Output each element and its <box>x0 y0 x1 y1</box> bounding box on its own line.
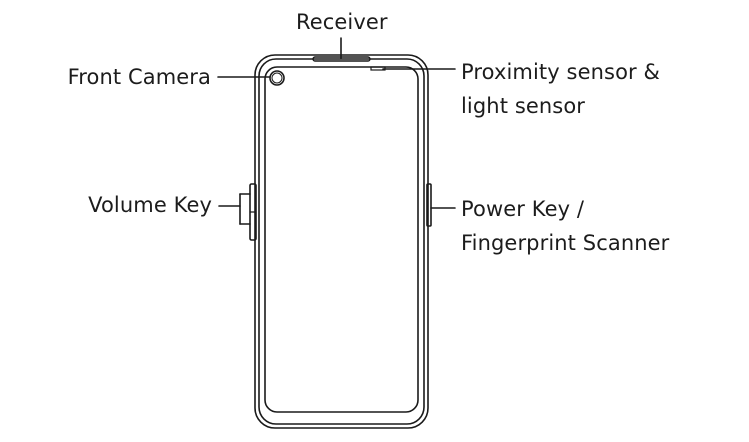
front-camera-icon <box>269 70 285 86</box>
phone-bezel <box>258 58 425 425</box>
phone-screen <box>264 66 419 413</box>
front-camera-inner-icon <box>271 72 283 84</box>
power-key-label: Power Key / Fingerprint Scanner <box>461 197 670 255</box>
power-key <box>426 183 432 227</box>
receiver-label: Receiver <box>296 10 388 34</box>
volume-key-label: Volume Key <box>88 193 212 217</box>
front-camera-label: Front Camera <box>67 65 211 89</box>
phone-body <box>254 54 429 429</box>
proximity-sensor-label: Proximity sensor & light sensor <box>461 60 661 118</box>
